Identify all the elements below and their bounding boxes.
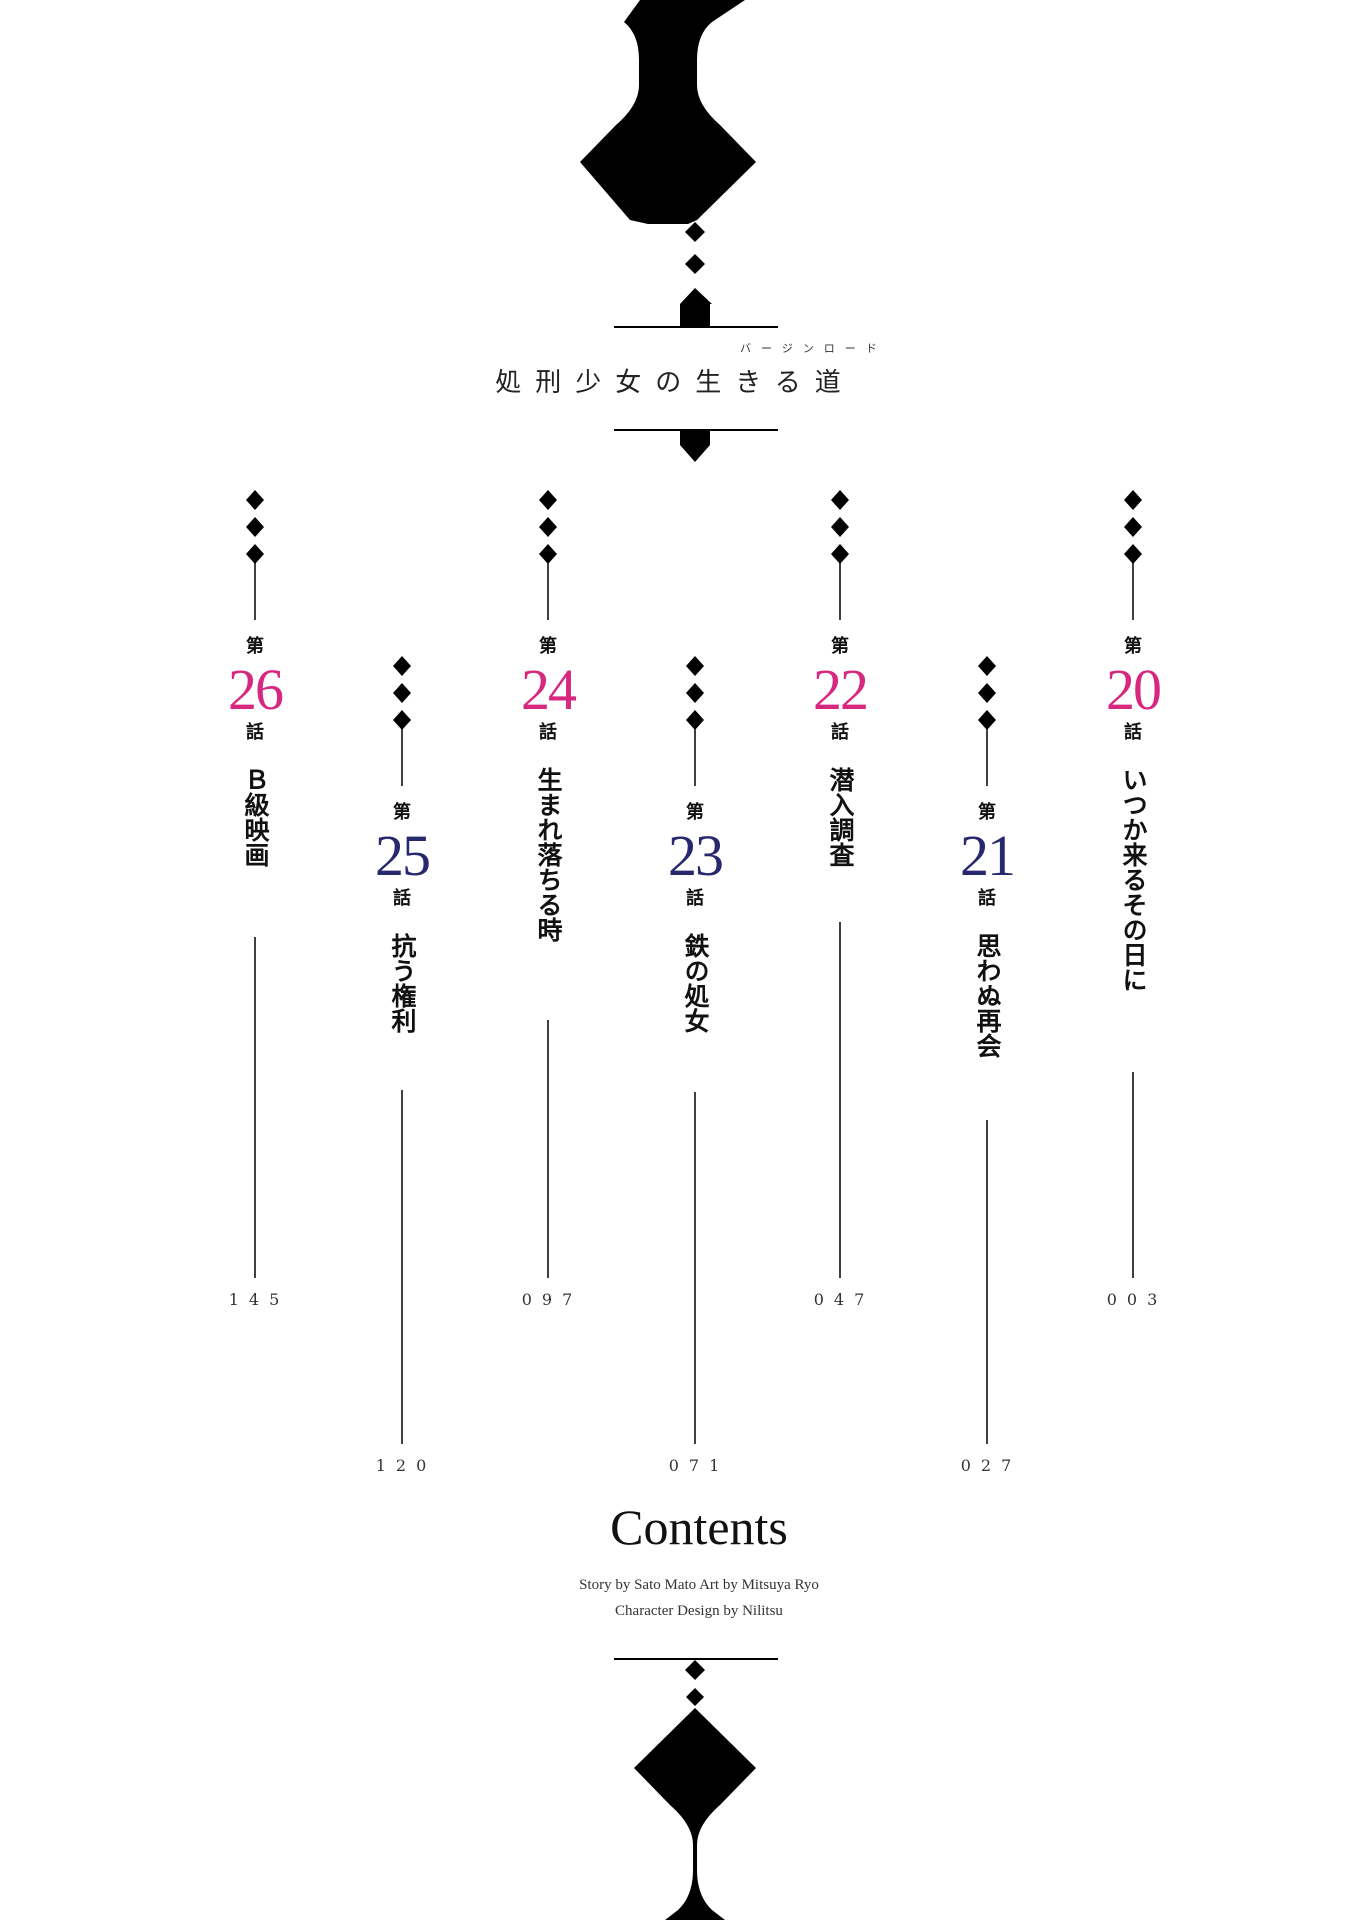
page-number: 047	[813, 1290, 875, 1309]
chapter-number: 23	[668, 823, 724, 888]
book-title: 処刑少女の生きる道	[495, 368, 855, 398]
chapter-number: 25	[375, 823, 431, 888]
diamond-ornament	[246, 517, 264, 537]
chapter-dai: 第	[1124, 636, 1142, 657]
diamond-ornament	[978, 710, 996, 730]
chapter-title: 潜入調査	[826, 767, 855, 867]
credits-line-2: Character Design by Nilitsu	[615, 1603, 783, 1619]
chapter-ornament-6	[1124, 490, 1142, 1278]
chapter-23[interactable]: 第 23 話 鉄の処女	[645, 802, 745, 1034]
diamond-ornament	[1124, 517, 1142, 537]
chapter-wa: 話	[978, 888, 996, 909]
page-number: 071	[668, 1456, 730, 1475]
chapter-number: 24	[521, 657, 577, 722]
chapter-dai: 第	[539, 636, 557, 657]
chapter-22[interactable]: 第 22 話 潜入調査	[790, 636, 890, 868]
diamond-ornament	[1124, 544, 1142, 564]
chapter-26[interactable]: 第 26 話 Ｂ級映画	[205, 636, 305, 868]
chapter-title: 抗う権利	[388, 933, 417, 1033]
bottom-hourglass-ornament	[634, 1708, 756, 1920]
chapter-wa: 話	[1124, 722, 1142, 743]
chapter-wa: 話	[393, 888, 411, 909]
page-number: 027	[960, 1456, 1022, 1475]
chapter-dai: 第	[686, 802, 704, 823]
diamond-ornament	[978, 656, 996, 676]
chapter-20[interactable]: 第 20 話 いつか来るその日に	[1083, 636, 1183, 993]
chapter-dai: 第	[393, 802, 411, 823]
top-ornament-block	[680, 304, 710, 327]
top-small-diamonds	[680, 222, 712, 304]
diamond-ornament	[1124, 490, 1142, 510]
chapter-ornament-2	[539, 490, 557, 1278]
chapter-title: 思わぬ再会	[973, 933, 1002, 1058]
chapter-ornament-3	[686, 656, 704, 1444]
title-ruby: バージンロード	[740, 342, 887, 355]
chapter-dai: 第	[246, 636, 264, 657]
title-bottom-pointer	[680, 430, 710, 462]
diamond-ornament	[539, 517, 557, 537]
chapter-21[interactable]: 第 21 話 思わぬ再会	[937, 802, 1037, 1059]
diamond-ornament	[539, 544, 557, 564]
chapter-wa: 話	[539, 722, 557, 743]
diamond-ornament	[686, 656, 704, 676]
chapter-ornament-5	[978, 656, 996, 1444]
bottom-small-diamonds	[685, 1660, 705, 1706]
page-number: 003	[1106, 1290, 1168, 1309]
diamond-ornament	[686, 710, 704, 730]
contents-heading: Contents	[610, 1499, 788, 1555]
page-number: 120	[375, 1456, 437, 1475]
chapter-ornament-0	[246, 490, 264, 1278]
page-number: 145	[228, 1290, 290, 1309]
chapter-dai: 第	[978, 802, 996, 823]
chapter-24[interactable]: 第 24 話 生まれ落ちる時	[498, 636, 598, 943]
chapter-number: 21	[960, 823, 1016, 888]
chapter-title: 鉄の処女	[681, 933, 710, 1033]
chapter-title: Ｂ級映画	[241, 767, 270, 867]
chapter-title: いつか来るその日に	[1119, 767, 1148, 992]
chapter-wa: 話	[686, 888, 704, 909]
credits-line-1: Story by Sato Mato Art by Mitsuya Ryo	[579, 1577, 819, 1593]
page-number: 097	[521, 1290, 583, 1309]
chapter-ornament-1	[393, 656, 411, 1444]
diamond-ornament	[246, 490, 264, 510]
diamond-ornament	[978, 683, 996, 703]
diamond-ornament	[831, 544, 849, 564]
diamond-ornament	[831, 517, 849, 537]
chapter-number: 26	[228, 657, 284, 722]
diamond-ornament	[831, 490, 849, 510]
diamond-ornament	[539, 490, 557, 510]
chapter-wa: 話	[246, 722, 264, 743]
chapter-wa: 話	[831, 722, 849, 743]
diamond-ornament	[393, 710, 411, 730]
chapter-ornament-4	[831, 490, 849, 1278]
chapter-25[interactable]: 第 25 話 抗う権利	[352, 802, 452, 1034]
chapter-title: 生まれ落ちる時	[534, 767, 563, 942]
chapter-number: 22	[813, 657, 869, 722]
diamond-ornament	[393, 656, 411, 676]
diamond-ornament	[686, 683, 704, 703]
diamond-ornament	[393, 683, 411, 703]
chapter-number: 20	[1106, 657, 1162, 722]
diamond-ornament	[246, 544, 264, 564]
top-hourglass-ornament	[580, 0, 756, 224]
chapter-dai: 第	[831, 636, 849, 657]
